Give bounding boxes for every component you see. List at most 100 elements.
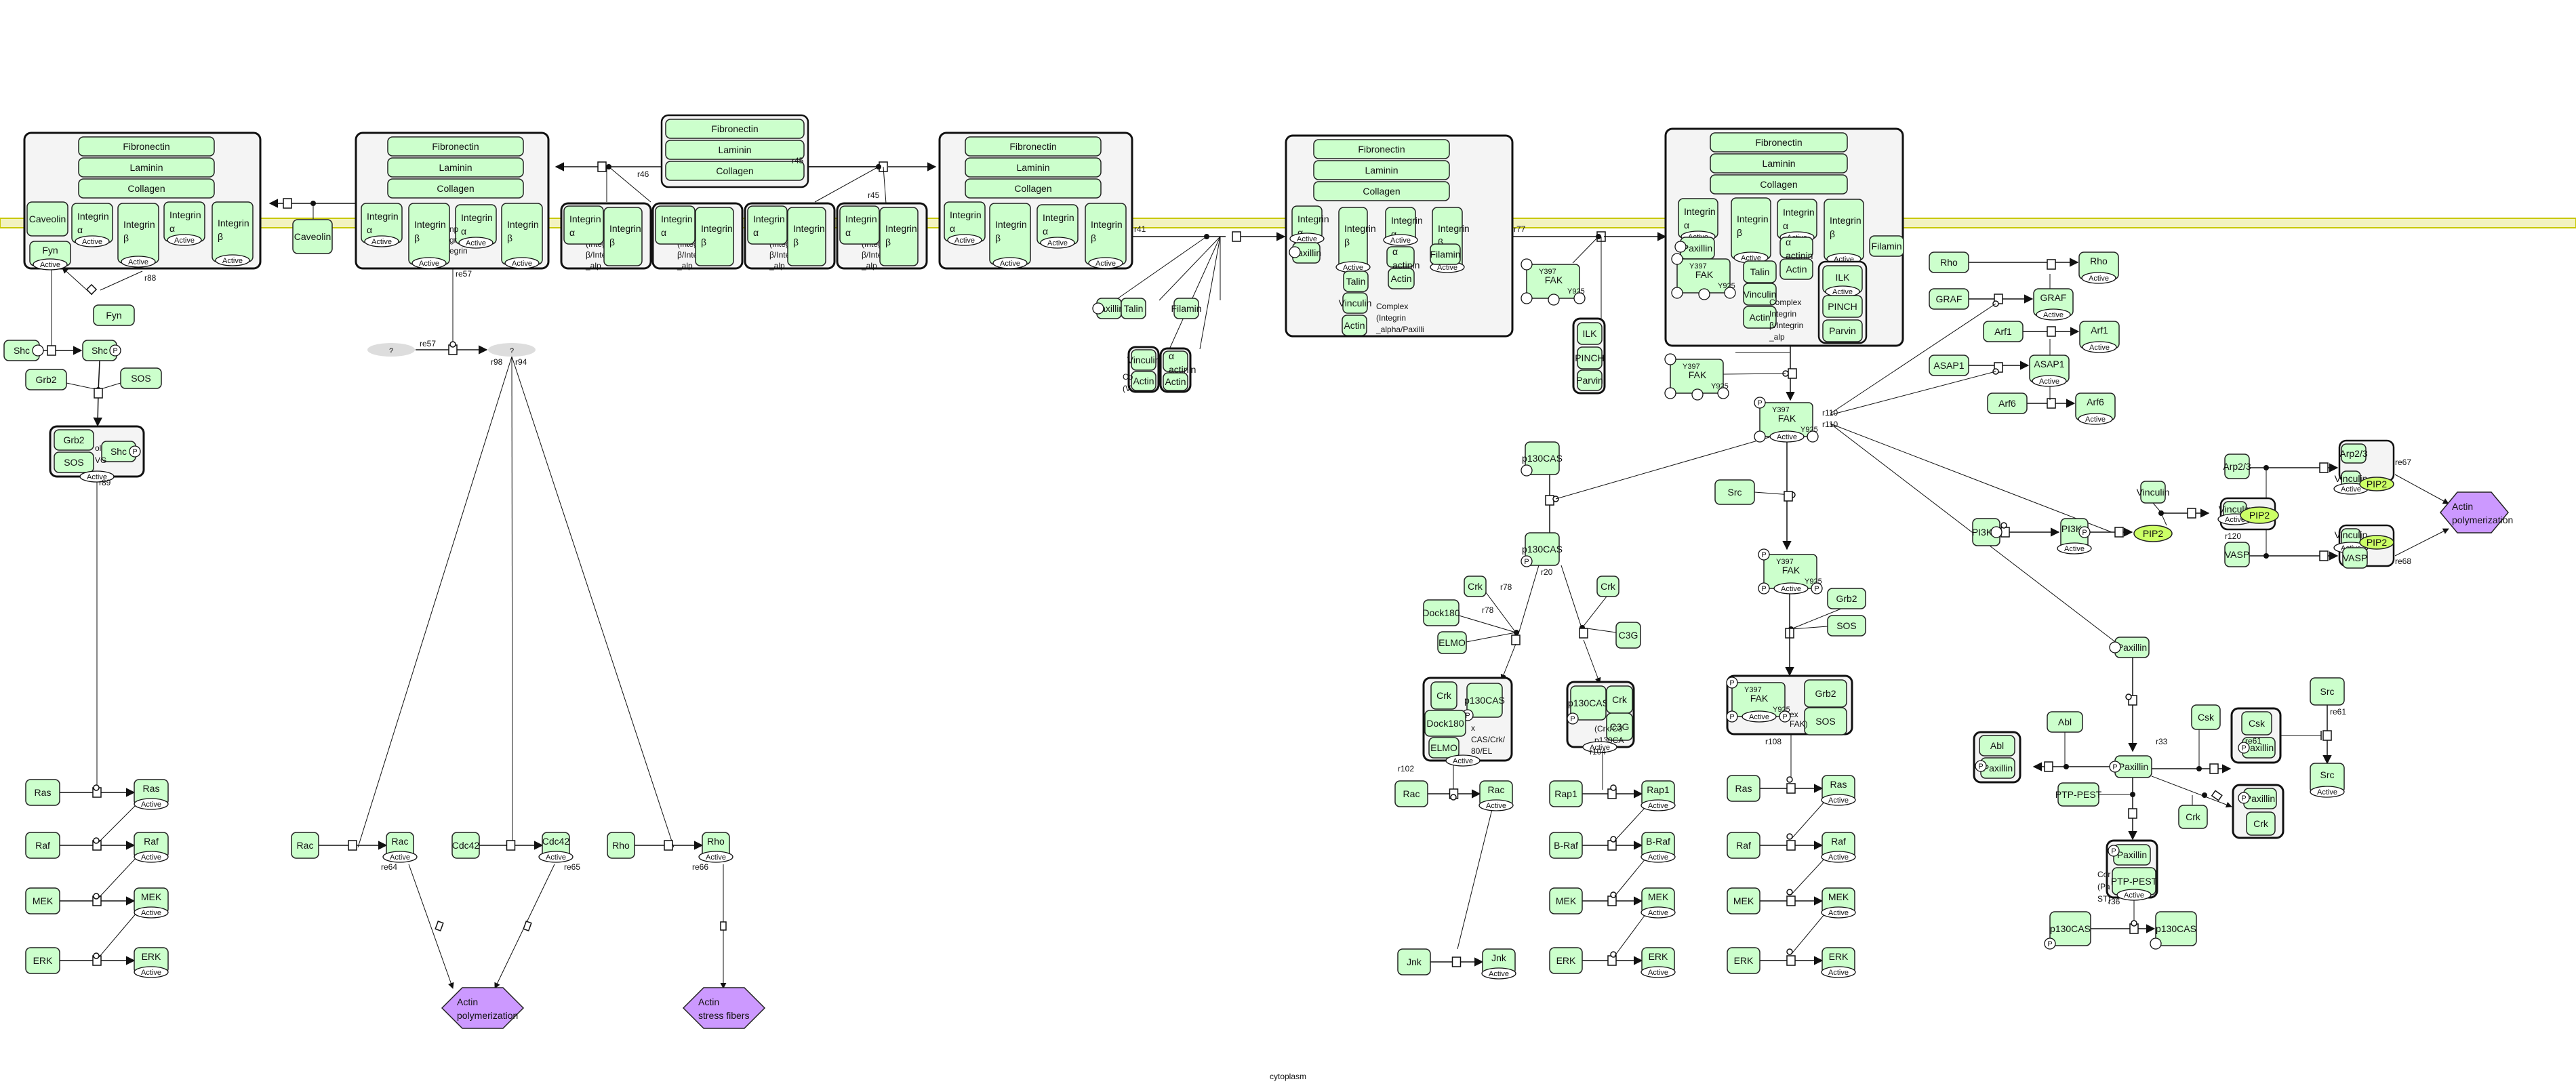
- protein-shc[interactable]: Shc: [82, 340, 117, 361]
- process-node[interactable]: [597, 161, 607, 172]
- protein-grb2[interactable]: Grb2: [54, 429, 94, 451]
- protein-vinculin[interactable]: Vinculin: [1127, 349, 1161, 371]
- process-node[interactable]: [435, 921, 444, 931]
- process-node[interactable]: [1579, 628, 1588, 639]
- protein-erk[interactable]: ERK: [1727, 947, 1760, 974]
- protein-parvin[interactable]: Parvin: [1576, 369, 1603, 391]
- protein-crk[interactable]: Crk: [1606, 685, 1633, 714]
- protein-actin[interactable]: Actin: [1743, 306, 1777, 329]
- process-node[interactable]: [2187, 508, 2196, 519]
- protein-dock180[interactable]: Dock180: [1424, 710, 1466, 737]
- protein-elmo[interactable]: ELMO: [1437, 631, 1467, 654]
- protein-actin[interactable]: Actin: [1342, 315, 1367, 336]
- process-node[interactable]: [523, 921, 532, 931]
- protein-fibronectin[interactable]: Fibronectin: [965, 136, 1102, 157]
- protein-actin[interactable]: Actin: [1388, 268, 1415, 289]
- protein-arf6[interactable]: Arf6: [1987, 392, 2028, 414]
- protein-shc[interactable]: Shc: [3, 340, 40, 361]
- process-node[interactable]: [1786, 955, 1796, 966]
- protein-pi3k[interactable]: PI3K: [1972, 518, 2000, 546]
- process-node[interactable]: [1511, 634, 1521, 645]
- protein-laminin[interactable]: Laminin: [965, 157, 1102, 178]
- process-node[interactable]: [2211, 790, 2223, 801]
- protein-collagen[interactable]: Collagen: [78, 178, 215, 199]
- process-node[interactable]: [1786, 783, 1796, 794]
- process-node[interactable]: [1786, 840, 1796, 851]
- protein-src[interactable]: Src: [2310, 677, 2345, 706]
- protein-ptp-pest[interactable]: PTP-PEST: [2055, 782, 2102, 807]
- protein-p130cas[interactable]: p130CAS: [2155, 911, 2197, 946]
- protein-csk[interactable]: Csk: [2191, 704, 2221, 730]
- protein-collagen[interactable]: Collagen: [387, 178, 524, 199]
- process-node[interactable]: [2047, 398, 2056, 409]
- protein-elmo[interactable]: ELMO: [1428, 737, 1460, 759]
- process-node[interactable]: [1451, 956, 1462, 967]
- protein-asap1[interactable]: ASAP1: [1929, 355, 1969, 376]
- protein-c3g[interactable]: C3G: [1615, 622, 1641, 649]
- protein-p130cas[interactable]: p130CAS: [1522, 532, 1563, 566]
- protein-fibronectin[interactable]: Fibronectin: [1313, 139, 1450, 159]
- protein-raf[interactable]: Raf: [1727, 832, 1760, 859]
- protein-c3g[interactable]: C3G: [1606, 712, 1633, 741]
- protein-mek[interactable]: MEK: [25, 887, 60, 914]
- protein-vinculin[interactable]: Vinculin: [1339, 292, 1372, 314]
- protein-ras[interactable]: Ras: [25, 779, 60, 806]
- protein-laminin[interactable]: Laminin: [1313, 160, 1450, 180]
- process-node[interactable]: [85, 283, 98, 296]
- process-node[interactable]: [1786, 895, 1796, 906]
- protein-crk[interactable]: Crk: [1430, 681, 1457, 710]
- protein-fibronectin[interactable]: Fibronectin: [78, 136, 215, 157]
- protein-pinch[interactable]: PINCH: [1822, 295, 1863, 318]
- protein-dock180[interactable]: Dock180: [1422, 599, 1460, 626]
- protein-rac[interactable]: Rac: [1394, 780, 1428, 807]
- process-node[interactable]: [506, 840, 516, 851]
- protein-caveolin[interactable]: Caveolin: [26, 201, 68, 237]
- protein-pinch[interactable]: PINCH: [1575, 346, 1605, 369]
- protein-fibronectin[interactable]: Fibronectin: [387, 136, 524, 157]
- protein-p130cas[interactable]: p130CAS: [1464, 683, 1505, 718]
- simple-molecule-pip2[interactable]: [2359, 477, 2394, 491]
- process-node[interactable]: [664, 840, 673, 851]
- protein-vinculin[interactable]: Vinculin: [1743, 283, 1777, 306]
- protein-actin[interactable]: Actin: [1131, 371, 1156, 391]
- protein-arp2-3[interactable]: Arp2/3: [2339, 443, 2368, 464]
- protein-parvin[interactable]: Parvin: [1822, 319, 1863, 342]
- protein-rho[interactable]: Rho: [607, 832, 635, 859]
- process-node[interactable]: [2322, 730, 2332, 741]
- protein-arf1[interactable]: Arf1: [1983, 321, 2024, 342]
- protein-p130cas[interactable]: p130CAS: [1522, 441, 1563, 475]
- process-node[interactable]: [2128, 808, 2137, 819]
- protein-talin[interactable]: Talin: [1743, 260, 1777, 283]
- protein-crk[interactable]: Crk: [1596, 576, 1619, 597]
- protein-abl[interactable]: Abl: [1979, 735, 2015, 757]
- process-node[interactable]: [2319, 462, 2329, 473]
- protein-fibronectin[interactable]: Fibronectin: [665, 119, 805, 139]
